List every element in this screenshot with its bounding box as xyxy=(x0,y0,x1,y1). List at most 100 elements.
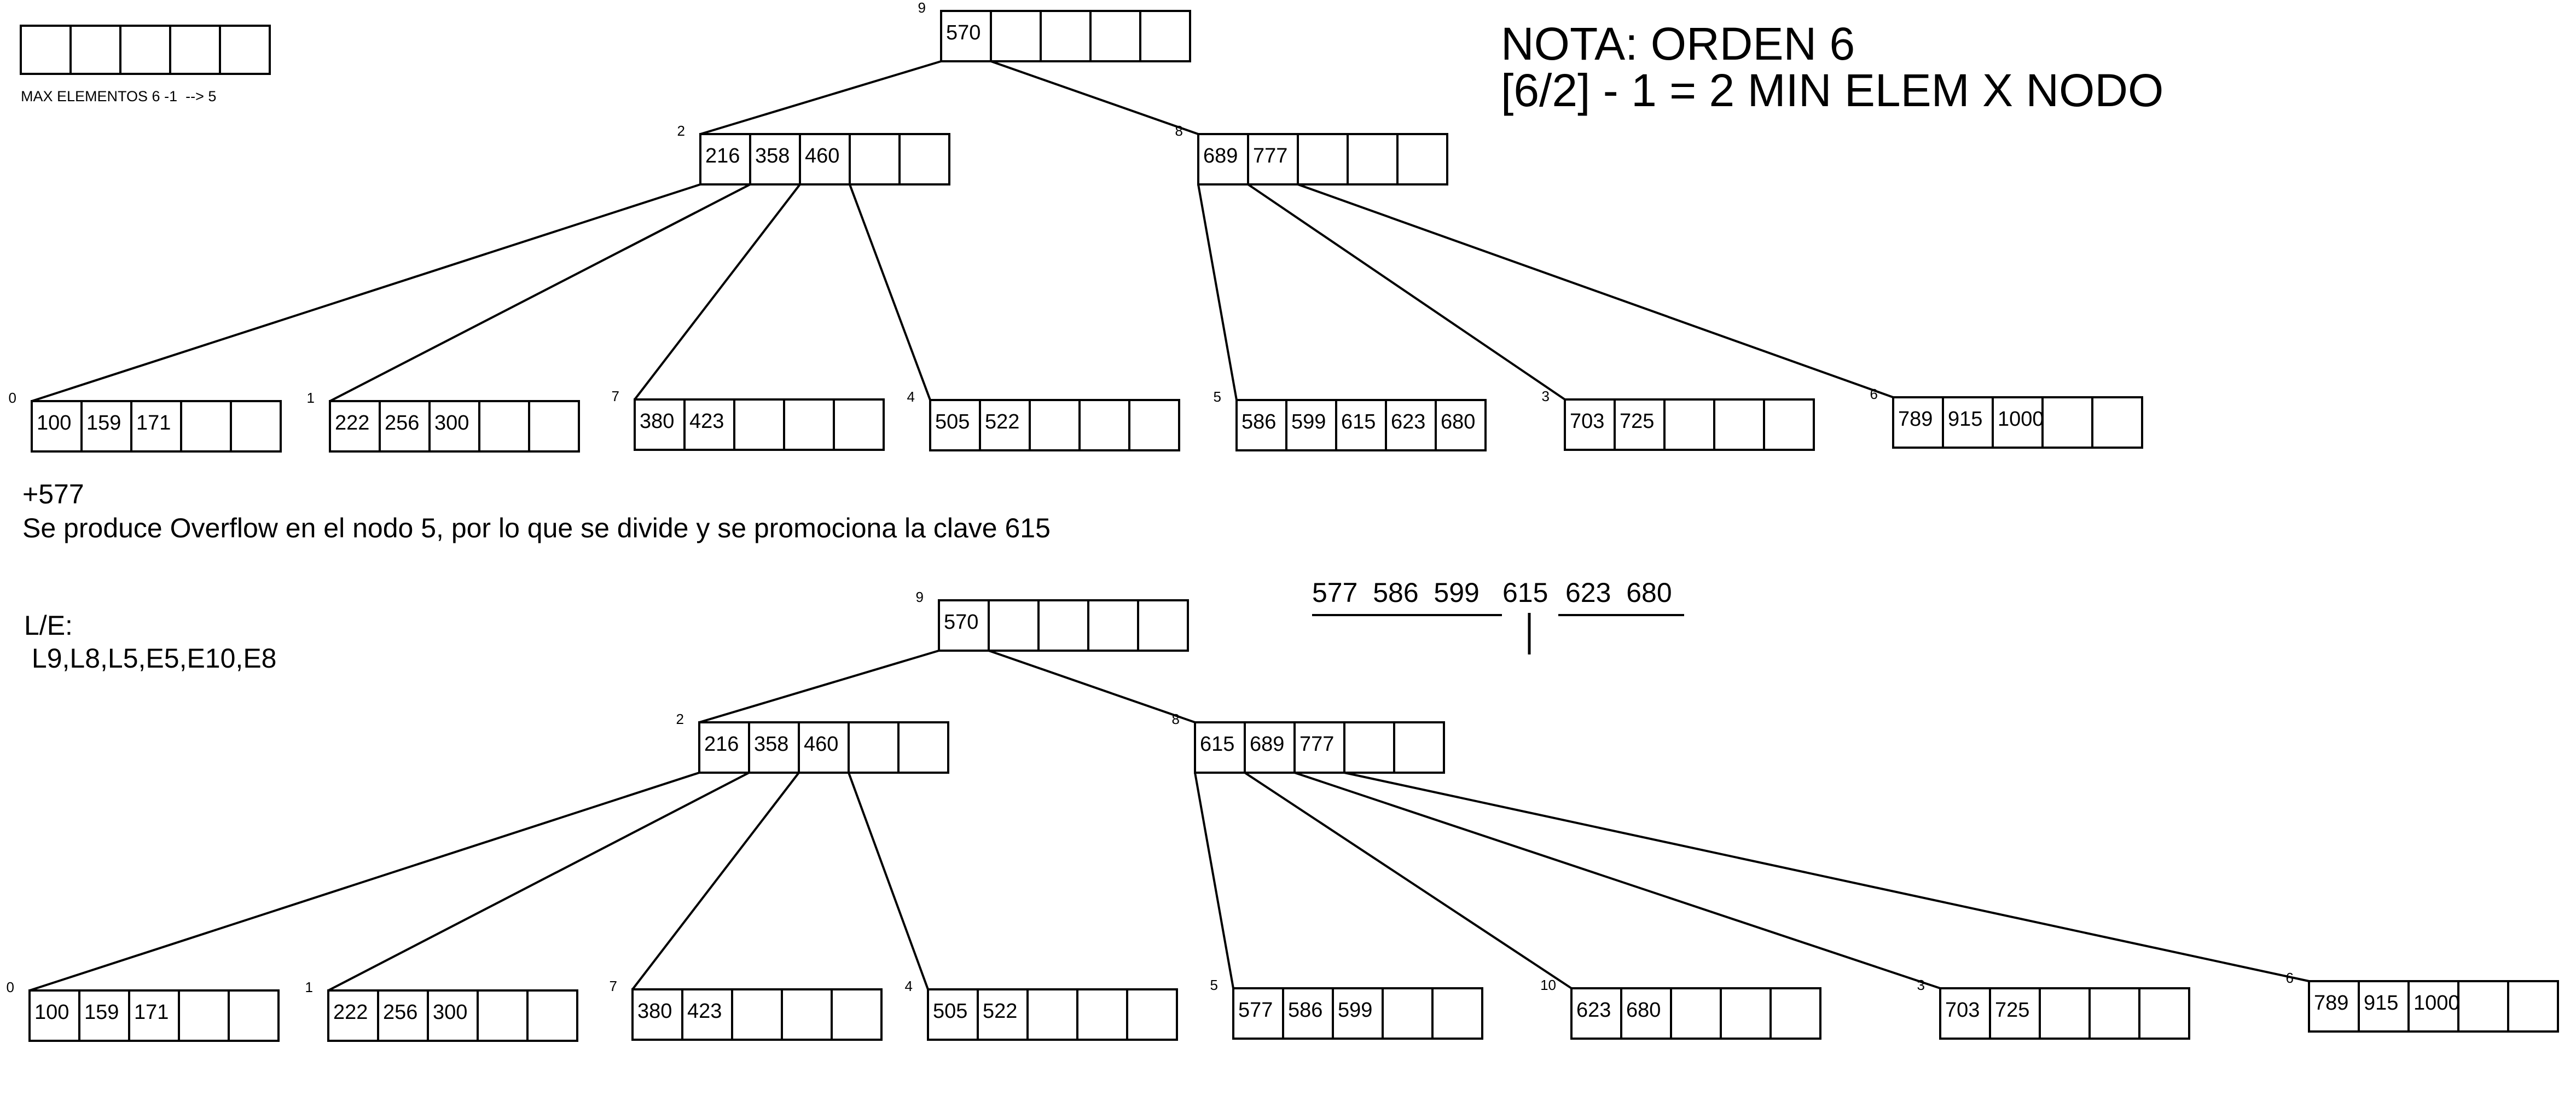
key-slot xyxy=(477,989,529,1042)
note-line-2: [6/2] - 1 = 2 MIN ELEM X NODO xyxy=(1501,65,2164,116)
key-slot xyxy=(781,988,833,1041)
key-slot xyxy=(1763,398,1815,451)
node-key: 680 xyxy=(1441,410,1475,433)
key-slot xyxy=(1026,988,1078,1041)
key-slot xyxy=(1297,133,1349,186)
node-key: 222 xyxy=(335,412,369,434)
key-slot xyxy=(2308,980,2360,1033)
key-slot xyxy=(1713,398,1765,451)
node-key: 615 xyxy=(1341,410,1376,433)
key-slot xyxy=(631,988,683,1041)
key-slot xyxy=(1769,987,1821,1040)
node-id-label: 8 xyxy=(1172,711,1180,727)
key-slot xyxy=(1232,987,1284,1040)
key-slot xyxy=(2407,980,2459,1033)
node-id-label: 3 xyxy=(1542,388,1550,404)
node-id-label: 4 xyxy=(907,389,915,405)
node-id-label: 7 xyxy=(612,388,619,404)
edge-after-insert-2-1 xyxy=(328,772,750,992)
node-key: 789 xyxy=(2314,992,2348,1015)
key-slot xyxy=(1244,721,1296,774)
node-id-label: 5 xyxy=(1214,389,1221,405)
key-slot xyxy=(749,133,801,186)
node-key: 623 xyxy=(1576,999,1611,1022)
node-key: 915 xyxy=(1948,408,1982,431)
node-id-label: 7 xyxy=(610,978,617,994)
key-slot xyxy=(1347,133,1399,186)
key-slot xyxy=(1396,133,1448,186)
node-key: 522 xyxy=(983,1000,1017,1023)
split-right-keys: 623 680 xyxy=(1565,577,1672,608)
edge-before-insert-8-6 xyxy=(1297,183,1894,398)
key-slot xyxy=(2138,987,2190,1040)
node-key: 358 xyxy=(754,733,788,756)
key-slot xyxy=(329,400,381,453)
node-key: 505 xyxy=(933,1000,967,1023)
node-key: 789 xyxy=(1898,408,1933,431)
key-slot xyxy=(31,400,83,453)
key-slot xyxy=(1137,599,1189,652)
key-slot xyxy=(1663,398,1715,451)
edge-before-insert-9-8 xyxy=(990,60,1199,135)
node-key: 256 xyxy=(385,412,419,434)
key-slot xyxy=(1076,988,1128,1041)
edge-before-insert-2-4 xyxy=(849,184,931,401)
node-key: 423 xyxy=(689,410,724,433)
key-slot xyxy=(848,721,900,774)
key-slot xyxy=(427,989,479,1042)
node-key: 680 xyxy=(1626,999,1661,1022)
key-slot xyxy=(1235,399,1287,451)
key-slot xyxy=(2039,987,2091,1040)
edge-before-insert-9-2 xyxy=(700,60,942,135)
node-key: 586 xyxy=(1241,410,1276,433)
node-key: 689 xyxy=(1203,144,1238,167)
key-slot xyxy=(2457,980,2509,1033)
edge-after-insert-8-6 xyxy=(1344,772,2310,982)
node-key: 703 xyxy=(1945,999,1980,1022)
node-key: 100 xyxy=(34,1001,69,1024)
key-slot xyxy=(1139,10,1191,62)
key-slot xyxy=(979,399,1031,451)
insert-key-label: +577 xyxy=(22,479,84,509)
legend-caption: MAX ELEMENTOS 6 -1 --> 5 xyxy=(21,88,217,105)
node-key: 725 xyxy=(1995,999,2029,1022)
split-left-keys: 577 586 599 xyxy=(1312,577,1480,608)
node-key: 1000 xyxy=(1998,408,2044,431)
node-key: 577 xyxy=(1238,999,1273,1022)
node-key: 460 xyxy=(804,733,838,756)
key-slot xyxy=(938,599,990,652)
node-id-label: 2 xyxy=(677,123,685,139)
node-key: 300 xyxy=(434,412,469,434)
edge-before-insert-8-5 xyxy=(1197,184,1238,401)
node-key: 100 xyxy=(37,412,71,434)
key-slot xyxy=(230,400,282,453)
edge-after-insert-8-5 xyxy=(1194,772,1234,989)
legend-slot xyxy=(169,25,221,75)
key-slot xyxy=(1614,398,1666,451)
node-id-label: 5 xyxy=(1210,977,1218,993)
key-slot xyxy=(228,989,280,1042)
node-key: 256 xyxy=(383,1001,417,1024)
key-slot xyxy=(528,400,580,453)
edge-after-insert-8-10 xyxy=(1244,772,1573,989)
legend-slot xyxy=(219,25,271,75)
edge-before-insert-2-1 xyxy=(329,183,751,402)
key-slot xyxy=(180,400,232,453)
key-slot xyxy=(1126,988,1178,1041)
legend-boxes xyxy=(20,25,271,75)
node-key: 358 xyxy=(755,144,790,167)
edge-after-insert-2-7 xyxy=(631,772,800,990)
